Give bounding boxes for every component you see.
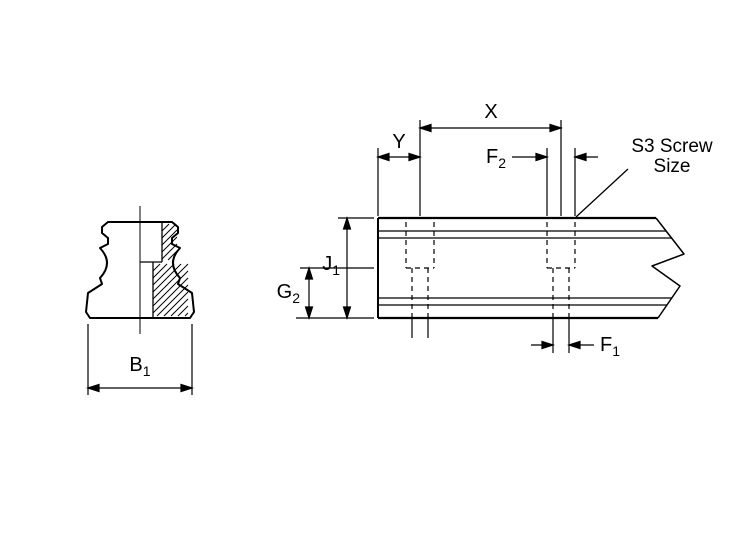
dimension-b1 (86, 324, 194, 395)
rail-side-view (377, 216, 685, 320)
screw-size-label-line1: S3 Screw (631, 136, 713, 157)
dim-label-x-text: X (484, 101, 498, 123)
dim-label-x: X (478, 100, 504, 124)
screw-holes-hidden-lines (405, 222, 576, 318)
dimension-f1 (411, 318, 594, 353)
dim-label-f1: F1 (600, 334, 621, 359)
dimension-y (376, 148, 422, 216)
dim-label-y-text: Y (392, 131, 406, 153)
dim-label-b1: B1 (129, 354, 151, 379)
section-hatching (152, 223, 189, 317)
dimension-lines (86, 120, 629, 395)
dimension-g2 (300, 266, 374, 320)
dim-label-g2: G2 (276, 281, 300, 306)
screw-size-label: S3 Screw Size (622, 137, 722, 177)
dim-label-j1: J1 (322, 253, 340, 278)
leader-line-s3 (575, 168, 629, 218)
rail-cross-section (85, 206, 195, 334)
rail-profile-outline (85, 221, 195, 319)
dimension-f2 (512, 148, 598, 216)
dim-label-y: Y (389, 130, 409, 154)
dim-label-f2: F2 (485, 146, 506, 171)
dimension-x (418, 120, 563, 216)
break-line (651, 217, 685, 319)
screw-size-label-line2: Size (653, 156, 691, 177)
